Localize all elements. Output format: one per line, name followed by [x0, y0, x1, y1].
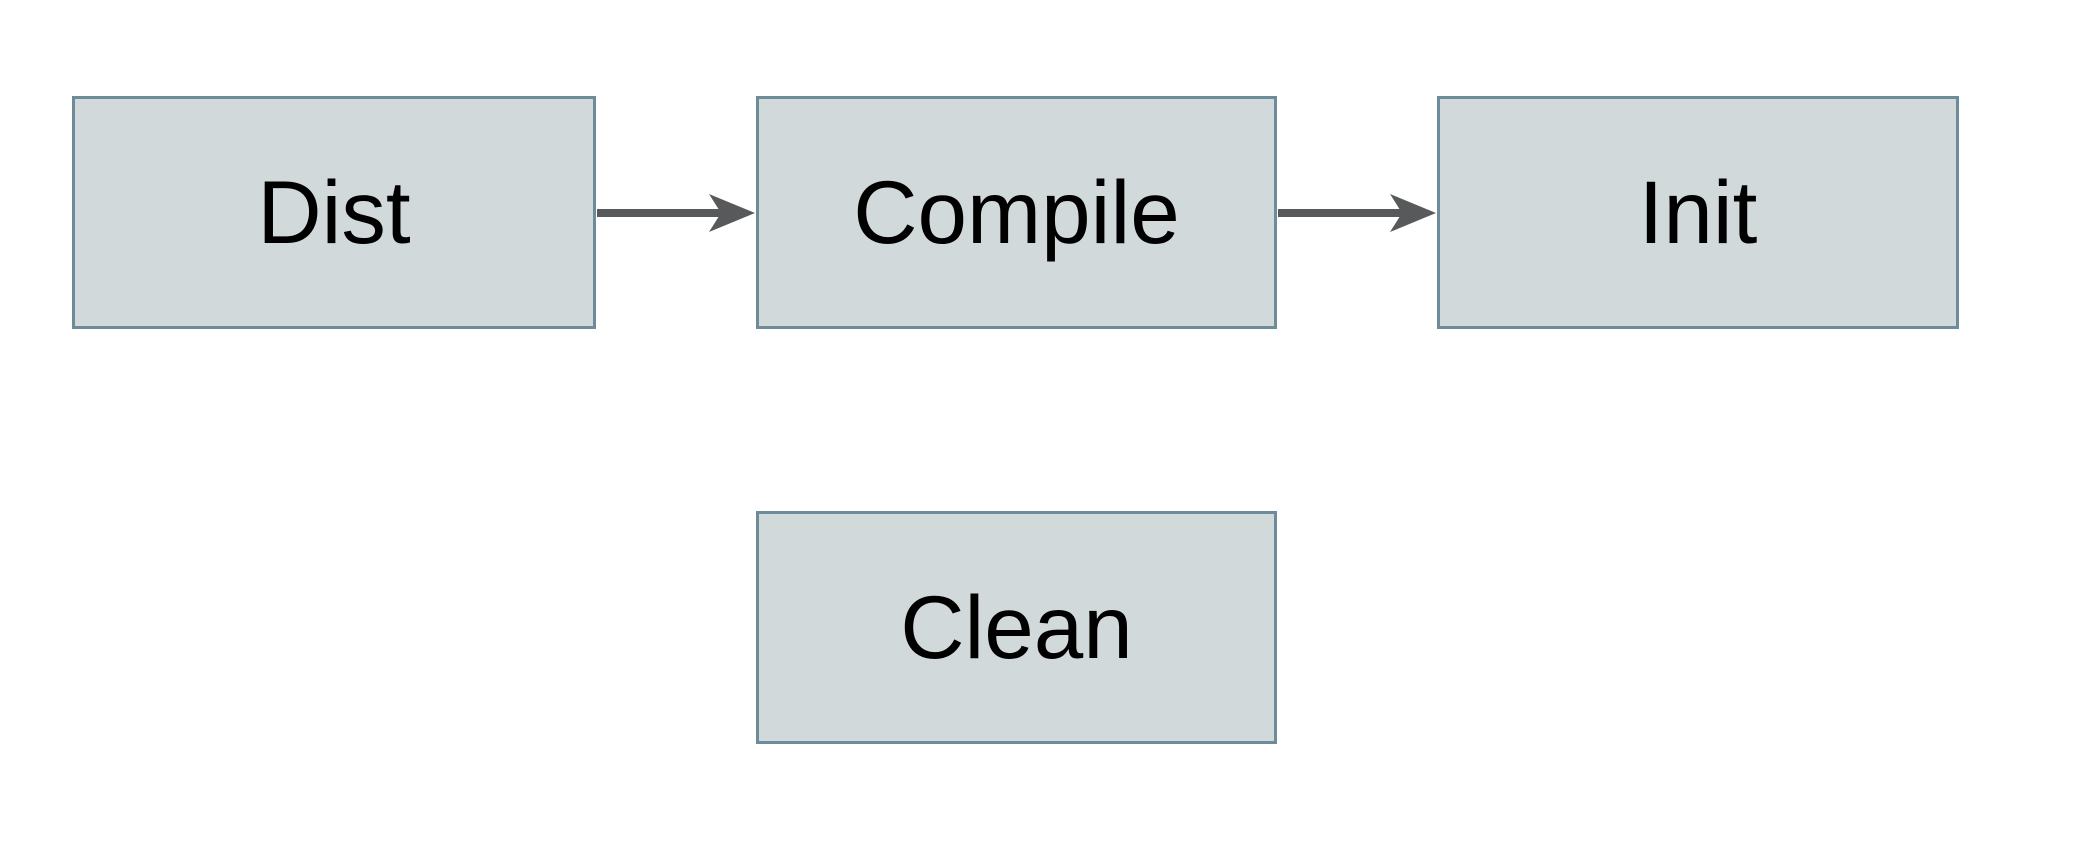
node-dist-label: Dist [257, 162, 411, 262]
node-init-label: Init [1638, 162, 1758, 262]
node-clean-label: Clean [900, 577, 1133, 677]
node-clean[interactable]: Clean [756, 511, 1277, 744]
arrowhead-icon [1390, 194, 1436, 232]
node-init[interactable]: Init [1437, 96, 1959, 329]
arrowhead-icon [709, 194, 755, 232]
arrow-compile-to-init [1278, 194, 1436, 232]
node-compile[interactable]: Compile [756, 96, 1277, 329]
arrow-dist-to-compile [597, 194, 755, 232]
node-compile-label: Compile [853, 162, 1180, 262]
node-dist[interactable]: Dist [72, 96, 596, 329]
